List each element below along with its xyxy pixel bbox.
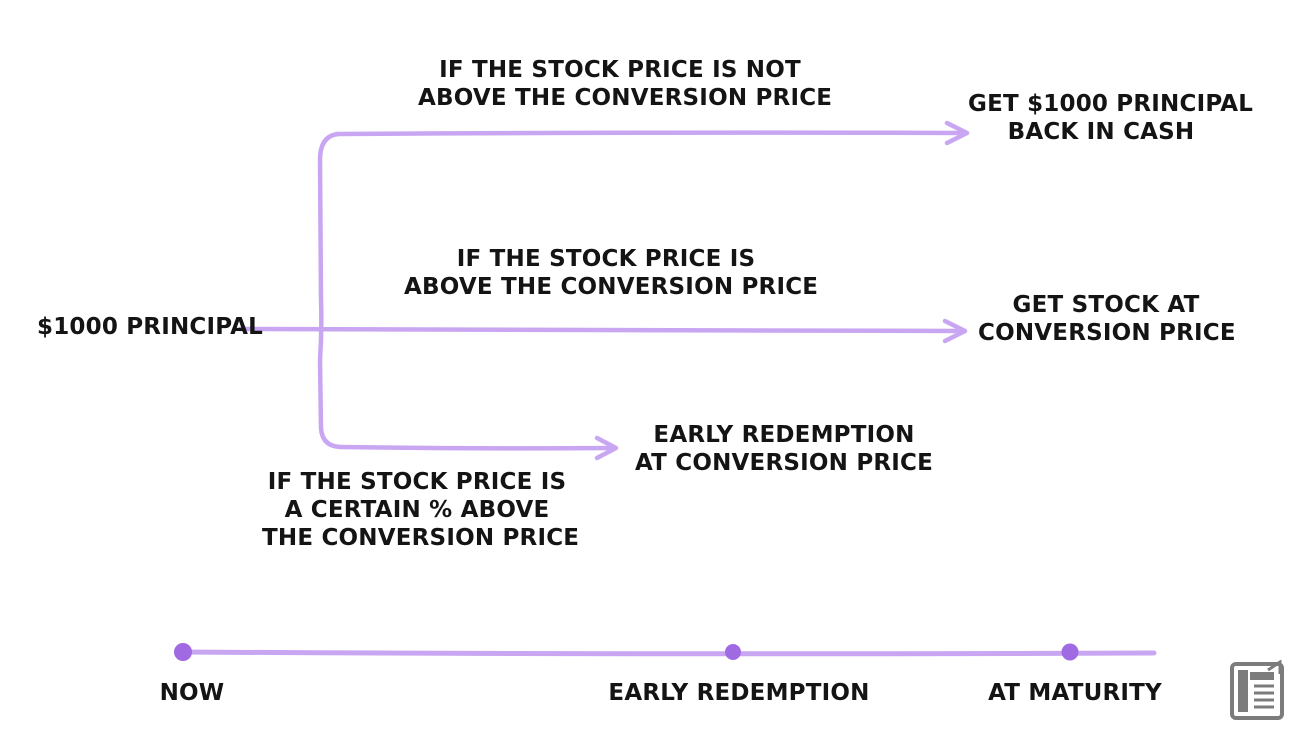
condition-not-above-line-1: IF THE STOCK PRICE IS NOT xyxy=(439,57,801,83)
outcome-principal-back: GET $1000 PRINCIPAL BACK IN CASH xyxy=(968,90,1254,146)
condition-certain-above-line-2: A CERTAIN % ABOVE xyxy=(284,497,550,523)
outcome-principal-back-line-1: GET $1000 PRINCIPAL xyxy=(968,91,1254,117)
start-label-text: $1000 PRINCIPAL xyxy=(37,314,264,340)
timeline-line xyxy=(177,649,1157,657)
bottom-branch-arrowhead xyxy=(594,435,619,461)
timeline-label-now-text: NOW xyxy=(159,680,225,706)
outcome-early-redemption-line-2: AT CONVERSION PRICE xyxy=(634,450,934,476)
condition-not-above-line-2: ABOVE THE CONVERSION PRICE xyxy=(418,85,833,111)
outcome-get-stock-line-2: CONVERSION PRICE xyxy=(978,320,1236,346)
top-branch-arrow-line xyxy=(335,130,967,137)
outcome-early-redemption: EARLY REDEMPTION AT CONVERSION PRICE xyxy=(632,421,936,477)
top-branch-arrowhead xyxy=(944,120,970,146)
timeline-label-early-redemption: EARLY REDEMPTION xyxy=(606,679,872,707)
condition-certain-above-line-1: IF THE STOCK PRICE IS xyxy=(267,469,567,495)
timeline-dot-now xyxy=(174,643,192,661)
timeline-dot-at-maturity xyxy=(1061,643,1079,661)
branch-vertical-line xyxy=(317,131,343,450)
condition-certain-above-line-3: THE CONVERSION PRICE xyxy=(262,525,580,551)
timeline-label-at-maturity: AT MATURITY xyxy=(980,679,1170,707)
start-label: $1000 PRINCIPAL xyxy=(37,313,263,341)
condition-above-line-2: ABOVE THE CONVERSION PRICE xyxy=(404,274,819,300)
timeline-dot-early-redemption xyxy=(725,644,741,660)
timeline-label-at-maturity-text: AT MATURITY xyxy=(988,680,1162,706)
timeline-label-now: NOW xyxy=(142,679,242,707)
outcome-early-redemption-line-1: EARLY REDEMPTION xyxy=(653,422,915,448)
condition-not-above: IF THE STOCK PRICE IS NOT ABOVE THE CONV… xyxy=(418,56,833,112)
bottom-branch-arrow-line xyxy=(337,444,616,451)
condition-above: IF THE STOCK PRICE IS ABOVE THE CONVERSI… xyxy=(404,245,819,301)
principal-arrowhead xyxy=(942,318,968,344)
condition-above-line-1: IF THE STOCK PRICE IS xyxy=(456,246,756,272)
timeline-label-early-redemption-text: EARLY REDEMPTION xyxy=(608,680,870,706)
book-logo-icon xyxy=(1230,660,1284,720)
outcome-get-stock-line-1: GET STOCK AT xyxy=(1012,292,1200,318)
condition-certain-above: IF THE STOCK PRICE IS A CERTAIN % ABOVE … xyxy=(262,468,580,552)
outcome-principal-back-line-2: BACK IN CASH xyxy=(1007,119,1195,145)
outcome-get-stock: GET STOCK AT CONVERSION PRICE xyxy=(978,291,1236,347)
principal-arrow-line xyxy=(237,326,965,334)
